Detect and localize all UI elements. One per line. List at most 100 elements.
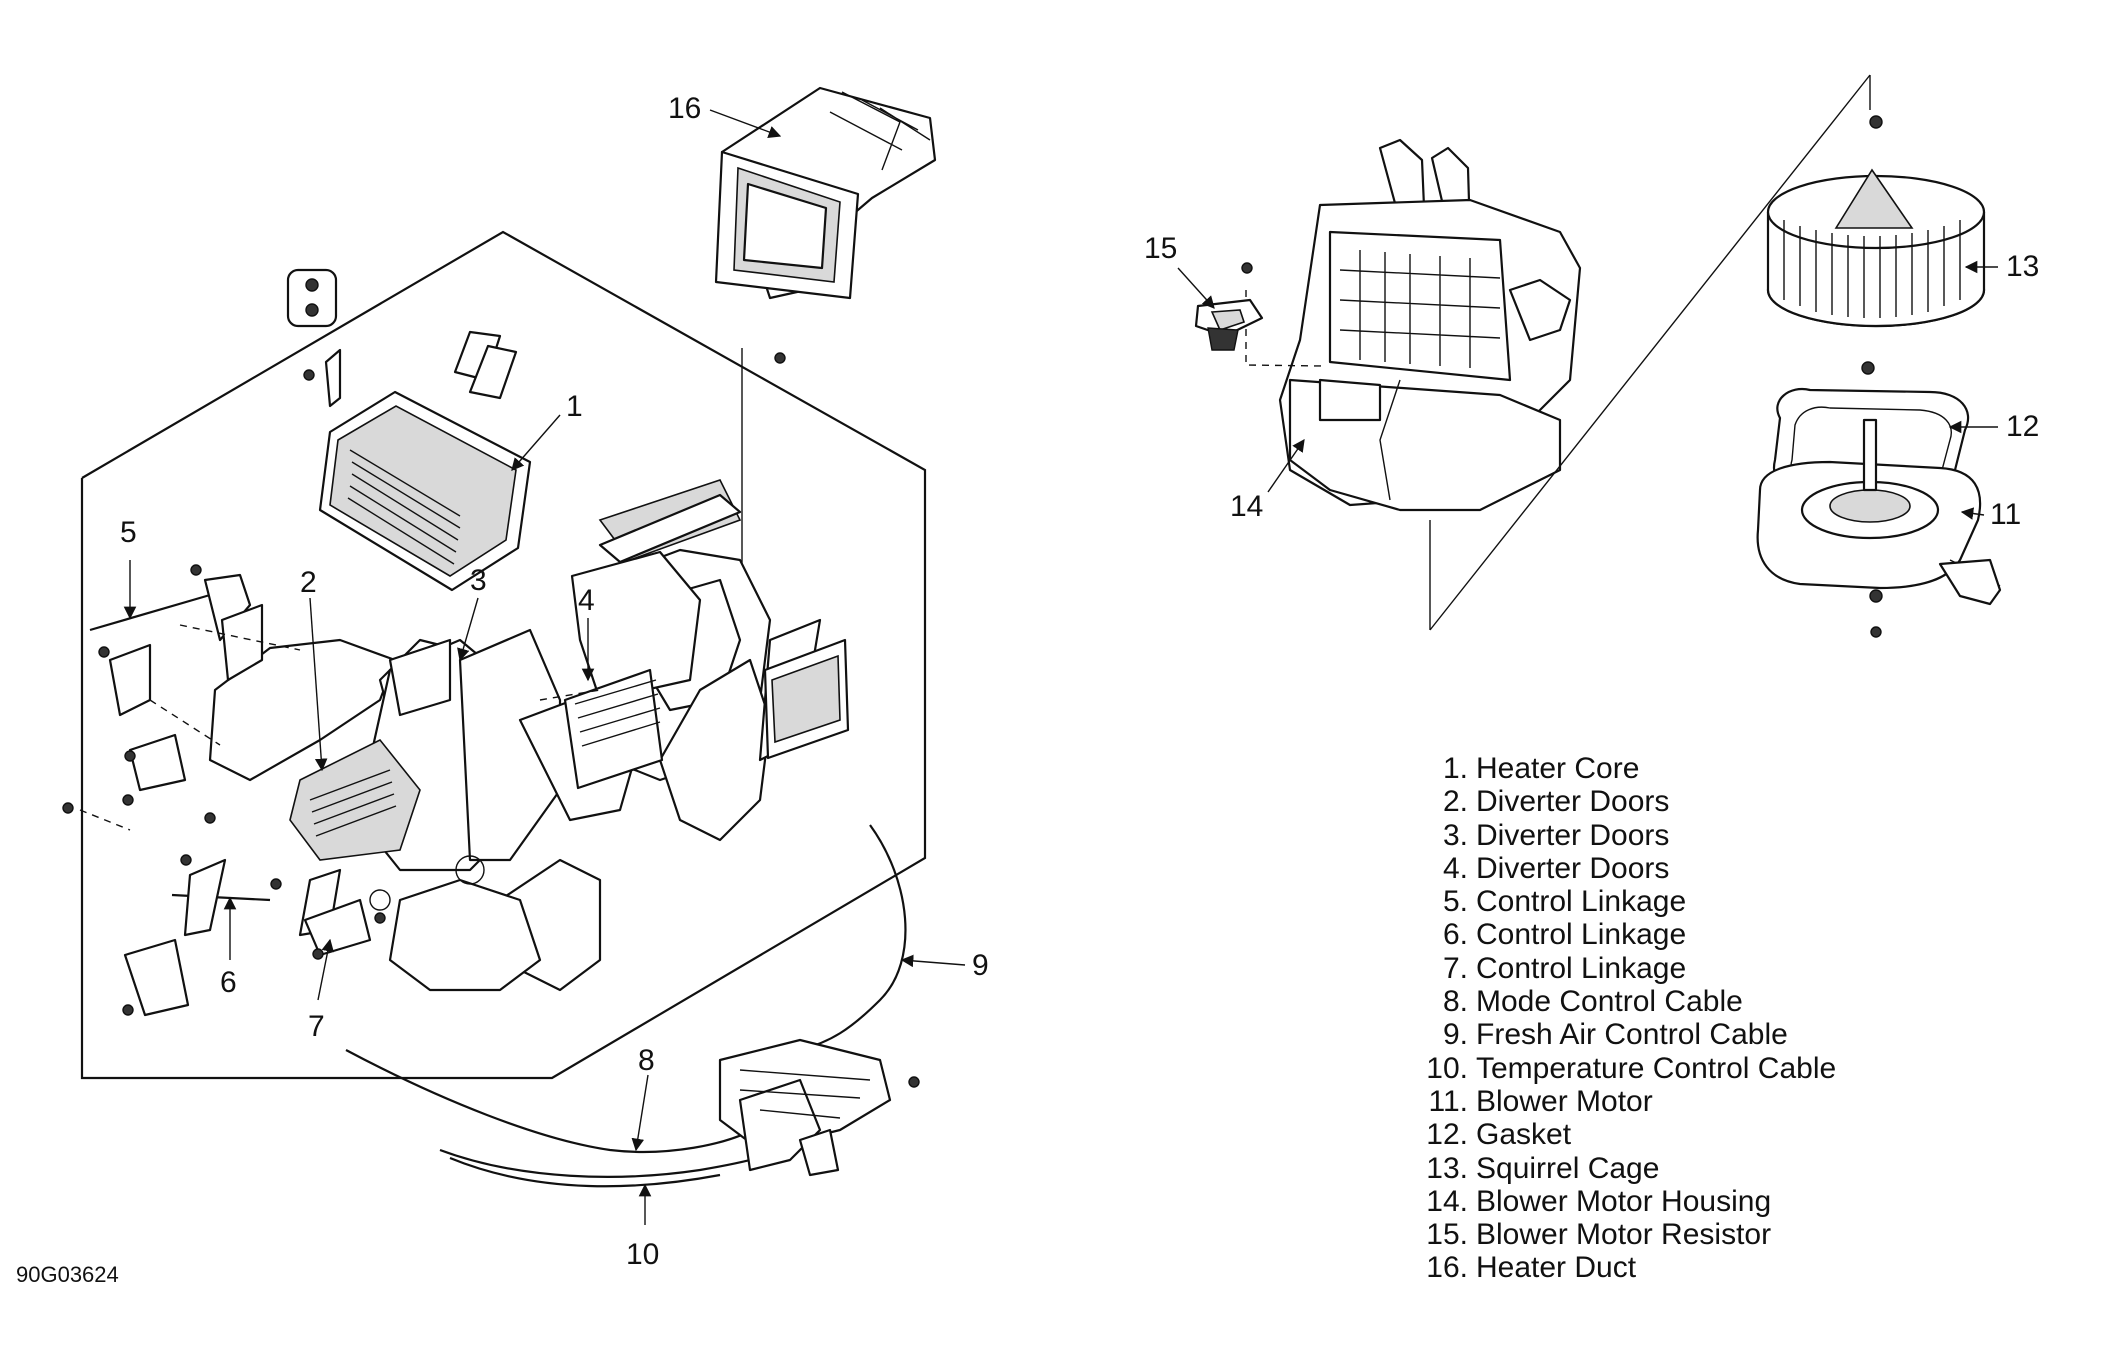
legend-item: 13.Squirrel Cage (1418, 1152, 1836, 1185)
callout-7: 7 (308, 1010, 325, 1043)
legend-item-number: 11. (1428, 1084, 1468, 1118)
screw-icon (122, 1004, 134, 1016)
screw-icon (374, 912, 386, 924)
legend-item: 4.Diverter Doors (1418, 852, 1836, 885)
legend-item-number: 6. (1442, 918, 1468, 952)
arrowhead-icon (309, 597, 328, 772)
screw-icon (98, 646, 110, 658)
blower-group-outline (1429, 74, 1871, 631)
callout-13: 13 (2006, 250, 2039, 283)
legend-item-label: Blower Motor Resistor (1476, 1218, 1772, 1252)
callout-5: 5 (120, 516, 137, 549)
legend-item: 5.Control Linkage (1418, 885, 1836, 918)
diagram-reference-id: 90G03624 (16, 1262, 119, 1287)
legend-item-label: Blower Motor Housing (1476, 1184, 1772, 1218)
legend-item-number: 10. (1426, 1051, 1468, 1085)
screw-icon (180, 854, 192, 866)
screw-icon (1861, 361, 1875, 375)
legend-item: 9.Fresh Air Control Cable (1418, 1018, 1836, 1051)
legend-item-label: Control Linkage (1476, 885, 1687, 919)
screw-icon (62, 802, 74, 814)
callout-12: 12 (2006, 410, 2039, 443)
callout-8: 8 (638, 1044, 655, 1077)
heater-duct (714, 86, 937, 300)
arrowhead-icon (511, 414, 561, 471)
arrowhead-icon (1960, 507, 1985, 520)
screw-icon (270, 878, 282, 890)
legend-item-label: Temperature Control Cable (1476, 1051, 1837, 1085)
legend-item: 10.Temperature Control Cable (1418, 1052, 1836, 1085)
callout-10: 10 (626, 1238, 659, 1271)
callout-9: 9 (972, 949, 989, 982)
arrowhead-icon (631, 1074, 649, 1152)
blower-motor-resistor (1194, 298, 1264, 351)
legend-item-label: Control Linkage (1476, 951, 1687, 985)
arrowhead-icon (900, 954, 966, 968)
callout-3: 3 (470, 564, 487, 597)
callout-4: 4 (578, 584, 595, 617)
legend-item-label: Mode Control Cable (1476, 985, 1743, 1019)
callout-14: 14 (1230, 490, 1263, 523)
arrowhead-icon (709, 109, 782, 138)
blower-motor-housing (1245, 138, 1582, 512)
legend-item: 8.Mode Control Cable (1418, 985, 1836, 1018)
control-linkage-left (79, 573, 372, 1017)
legend-item: 12.Gasket (1418, 1118, 1836, 1151)
legend-item-number: 8. (1442, 985, 1468, 1019)
legend-item-number: 13. (1426, 1151, 1468, 1185)
arrowhead-icon (317, 938, 334, 1001)
callout-11: 11 (1990, 498, 2021, 531)
screw-icon (312, 948, 324, 960)
callout-2: 2 (300, 566, 317, 599)
screw-icon (774, 352, 786, 364)
callout-15: 15 (1144, 232, 1177, 265)
legend-item-number: 4. (1442, 851, 1468, 885)
diverter-door-panel (539, 668, 664, 790)
squirrel-cage (1766, 168, 1986, 328)
screw-icon (122, 794, 134, 806)
legend-item: 7.Control Linkage (1418, 952, 1836, 985)
arrowhead-icon (1177, 267, 1215, 309)
heater-core (318, 330, 532, 592)
screw-icon (1869, 589, 1883, 603)
legend-item-number: 15. (1426, 1218, 1468, 1252)
arrowhead-icon (1267, 438, 1305, 493)
legend-item-number: 7. (1442, 951, 1468, 985)
screw-icon (908, 1076, 920, 1088)
callout-6: 6 (220, 966, 237, 999)
legend-item: 2.Diverter Doors (1418, 785, 1836, 818)
screw-icon (190, 564, 202, 576)
callout-1: 1 (566, 390, 583, 423)
legend-item-label: Diverter Doors (1476, 851, 1670, 885)
legend-item: 14.Blower Motor Housing (1418, 1185, 1836, 1218)
legend-item: 15.Blower Motor Resistor (1418, 1218, 1836, 1251)
vent-outlets (598, 493, 850, 760)
legend-item: 6.Control Linkage (1418, 918, 1836, 951)
screw-icon (1241, 262, 1253, 274)
legend-item-label: Diverter Doors (1476, 785, 1670, 819)
screw-icon (303, 369, 315, 381)
legend-item-label: Heater Core (1476, 752, 1640, 785)
legend-item-label: Heater Duct (1476, 1251, 1637, 1285)
legend-item-label: Gasket (1476, 1118, 1572, 1152)
legend-item-number: 1. (1442, 752, 1468, 785)
legend-item: 11.Blower Motor (1418, 1085, 1836, 1118)
mounting-bracket (286, 268, 338, 328)
legend-item: 3.Diverter Doors (1418, 819, 1836, 852)
legend-item-number: 2. (1442, 785, 1468, 819)
leader-arrows (123, 109, 1998, 1225)
screw-icon (1869, 115, 1883, 129)
screw-icon (1870, 626, 1882, 638)
legend-item-number: 3. (1442, 818, 1468, 852)
legend-item-number: 14. (1426, 1184, 1468, 1218)
legend-item-number: 9. (1442, 1018, 1468, 1052)
blower-motor (1756, 418, 2002, 606)
legend-item-number: 5. (1442, 885, 1468, 919)
legend-item-label: Blower Motor (1476, 1084, 1653, 1118)
screw-icon-group (62, 115, 1883, 1088)
callout-16: 16 (668, 92, 701, 125)
legend-item-label: Fresh Air Control Cable (1476, 1018, 1788, 1052)
legend-item-number: 12. (1426, 1118, 1468, 1152)
